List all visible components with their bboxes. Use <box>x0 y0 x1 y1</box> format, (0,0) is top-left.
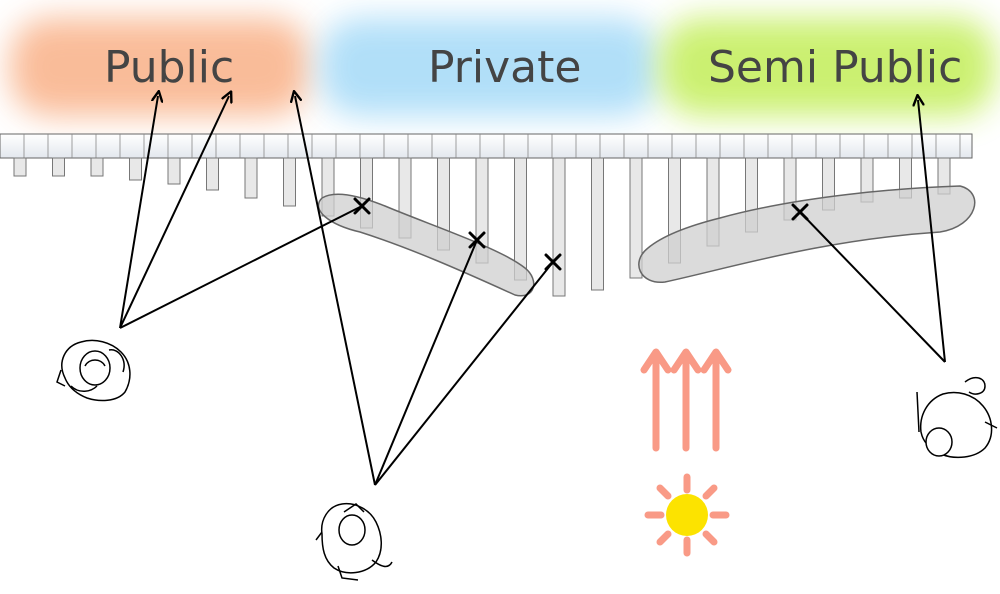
view-points <box>353 197 809 271</box>
facade-fin <box>283 157 296 207</box>
facade-fin <box>552 157 566 297</box>
person-topview-icon <box>315 502 393 581</box>
private-view-shadow <box>317 193 535 297</box>
sight-line <box>918 100 946 363</box>
x-mark-icon <box>791 203 809 221</box>
sight-line <box>295 96 376 486</box>
private-zone-glow <box>320 18 660 116</box>
facade-fin <box>244 157 258 199</box>
facade-fin <box>206 157 219 191</box>
facade-fin <box>13 157 27 177</box>
x-mark-icon <box>468 231 486 249</box>
sight-line <box>374 261 554 486</box>
x-mark-icon <box>353 197 371 215</box>
semi-public-zone-glow <box>660 18 995 116</box>
facade-top-bar <box>0 133 973 159</box>
zone-backgrounds <box>10 18 995 116</box>
zone-label-semi-public: Semi Public <box>708 42 963 93</box>
sight-lines <box>119 96 946 486</box>
facade-fin <box>90 157 104 177</box>
sight-line <box>119 96 229 329</box>
sight-line <box>119 205 363 329</box>
facade-fin <box>52 157 65 177</box>
facade-fin <box>129 157 142 181</box>
sun-icon <box>644 473 730 557</box>
person-topview-icon <box>56 339 131 402</box>
view-shadows <box>317 185 976 297</box>
sight-line <box>119 96 158 329</box>
zone-label-public: Public <box>104 42 235 93</box>
sight-line <box>374 239 478 486</box>
semi-public-view-shadow <box>638 185 976 283</box>
x-mark-icon <box>544 253 562 271</box>
facade-fin <box>167 157 181 185</box>
zone-label-private: Private <box>428 42 582 93</box>
public-zone-glow <box>10 18 310 116</box>
person-topview-icon <box>916 376 998 459</box>
up-arrows-icon <box>640 348 732 452</box>
facade-fin <box>629 157 643 279</box>
sight-line <box>799 211 946 363</box>
facade-fin <box>591 157 604 291</box>
facade-mullions <box>23 134 961 158</box>
